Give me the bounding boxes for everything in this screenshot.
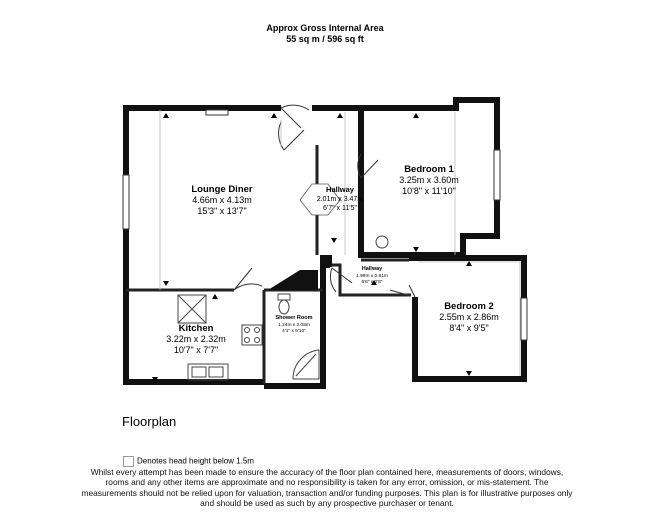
- lounge-label: Lounge Diner 4.66m x 4.13m 15'3" x 13'7": [191, 184, 253, 216]
- hob-ring-4: [254, 337, 260, 343]
- service-void: [268, 270, 318, 290]
- hallway-label-bg: [299, 183, 341, 216]
- area-value: 55 sq m / 596 sq ft: [286, 34, 364, 44]
- legend-text: Denotes head height below 1.5m: [137, 456, 254, 466]
- sink-bowl-1: [191, 366, 207, 378]
- hallway-imperial: 6'7" x 11'5": [323, 205, 357, 212]
- bedroom1-metric: 3.25m x 3.60m: [399, 175, 459, 185]
- bedroom1-name: Bedroom 1: [404, 164, 454, 175]
- hallway-label: Hallway 2.01m x 3.47m 6'7" x 11'5": [299, 183, 363, 216]
- cupboard-block: [320, 255, 332, 267]
- bedroom2-label: Bedroom 2 2.55m x 2.86m 8'4" x 9'5": [439, 301, 499, 333]
- marker: [271, 113, 277, 118]
- legend: Denotes head height below 1.5m: [123, 456, 254, 467]
- shower-tray: [292, 349, 320, 380]
- marker: [371, 280, 377, 285]
- floor-area-header: Approx Gross Internal Area 55 sq m / 596…: [0, 23, 650, 45]
- door-bedroom1: [357, 153, 379, 179]
- marker: [163, 113, 169, 118]
- door-lounge: [278, 121, 305, 151]
- outer-wall-bedroom2: [409, 255, 527, 382]
- windows: [122, 109, 528, 341]
- bedroom2-metric: 2.55m x 2.86m: [439, 312, 499, 322]
- area-title: Approx Gross Internal Area: [266, 23, 384, 33]
- bedroom1-imperial: 10'8" x 11'10": [402, 186, 456, 196]
- radiator-lounge: [205, 109, 229, 116]
- toilet: [277, 293, 291, 301]
- window-lounge-left: [122, 174, 130, 230]
- lounge-name: Lounge Diner: [191, 184, 253, 195]
- door-entrance: [280, 104, 310, 129]
- hob: [241, 324, 263, 346]
- skylight-diag-2: [177, 294, 207, 324]
- legend-swatch: [123, 456, 134, 467]
- window-bedroom1-right: [493, 149, 501, 201]
- hallway-name: Hallway: [326, 185, 355, 194]
- hallway2-imperial: 6'6" x 2'8": [362, 279, 383, 285]
- kitchen-metric: 3.22m x 2.32m: [166, 334, 226, 344]
- door-kitchen: [233, 267, 263, 291]
- hallway-metric: 2.01m x 3.47m: [317, 196, 363, 203]
- hob-ring-1: [244, 327, 250, 333]
- marker: [413, 113, 419, 118]
- outer-wall-top-hall: [312, 105, 412, 258]
- kitchen-name: Kitchen: [179, 323, 214, 334]
- sink-bowl-2: [208, 366, 224, 378]
- window-bedroom2-right: [520, 297, 528, 341]
- marker: [163, 281, 169, 286]
- kitchen-label: Kitchen 3.22m x 2.32m 10'7" x 7'7": [166, 323, 226, 355]
- marker: [152, 377, 158, 382]
- bedroom2-name: Bedroom 2: [444, 301, 494, 312]
- shower-label: Shower Room 1.24m x 2.08m 4'1" x 6'10": [276, 315, 313, 334]
- hob-ring-2: [254, 327, 260, 333]
- wash-basin: [375, 235, 389, 249]
- bedroom1-label: Bedroom 1 3.25m x 3.60m 10'8" x 11'10": [399, 164, 459, 196]
- door-bedroom2: [389, 284, 416, 298]
- marker: [413, 247, 419, 252]
- shower-name: Shower Room: [276, 315, 313, 321]
- lounge-imperial: 15'3" x 13'7": [197, 206, 246, 216]
- marker: [466, 261, 472, 266]
- kitchen-sink: [187, 363, 229, 381]
- door-hall-shower: [329, 267, 353, 293]
- hallway2-label: Hallway 1.99m x 0.81m 6'6" x 2'8": [356, 266, 388, 285]
- shower-imperial: 4'1" x 6'10": [282, 328, 306, 334]
- head-height-lines: [159, 110, 521, 376]
- shower-metric: 1.24m x 2.08m: [278, 322, 310, 328]
- toilet-bowl: [278, 299, 290, 315]
- height-markers: [152, 113, 472, 382]
- marker: [337, 113, 343, 118]
- fixtures: [177, 235, 389, 381]
- doors: [233, 104, 416, 298]
- kitchen-imperial: 10'7" x 7'7": [174, 345, 218, 355]
- bedroom2-imperial: 8'4" x 9'5": [449, 323, 488, 333]
- marker: [466, 371, 472, 376]
- plan-title: Floorplan: [122, 414, 177, 429]
- marker: [212, 294, 218, 299]
- hob-ring-3: [244, 337, 250, 343]
- disclaimer: Whilst every attempt has been made to en…: [81, 467, 573, 508]
- outer-wall-main: [123, 105, 281, 385]
- hallway2-name: Hallway: [362, 266, 383, 272]
- hallway2-metric: 1.99m x 0.81m: [356, 273, 388, 279]
- lounge-metric: 4.66m x 4.13m: [192, 195, 252, 205]
- marker: [331, 238, 337, 243]
- wall-hall-lower: [330, 263, 411, 297]
- inner-walls: [126, 145, 411, 384]
- bedroom2-slope-line: [418, 261, 521, 376]
- shower-diag: [295, 353, 317, 377]
- skylight: [177, 294, 207, 324]
